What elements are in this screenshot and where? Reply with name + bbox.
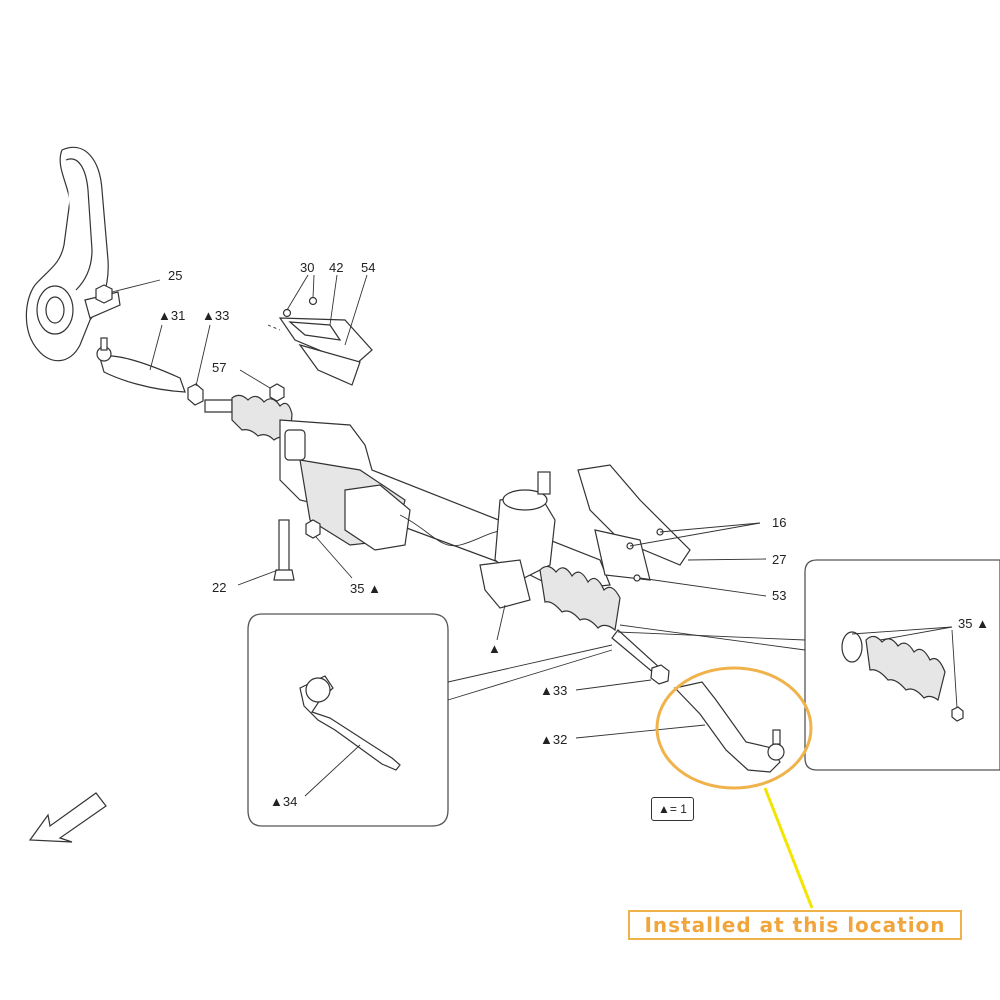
label-triangle: ▲ bbox=[488, 641, 501, 656]
right-bellows bbox=[539, 565, 621, 632]
label-25: 25 bbox=[168, 268, 182, 283]
label-35-inset: 35 ▲ bbox=[958, 616, 989, 631]
left-jam-nut bbox=[187, 383, 204, 406]
callout-installed-location: Installed at this location bbox=[628, 910, 962, 940]
label-33-top: ▲33 bbox=[202, 308, 229, 323]
label-31: ▲31 bbox=[158, 308, 185, 323]
legend-quantity: ▲= 1 bbox=[651, 797, 694, 821]
detail-inset-inner-tie-rod bbox=[247, 613, 449, 827]
highlight-circle bbox=[655, 666, 813, 790]
nut-57 bbox=[269, 383, 285, 402]
label-22: 22 bbox=[212, 580, 226, 595]
label-35-center: 35 ▲ bbox=[350, 581, 381, 596]
steering-rack-housing bbox=[279, 419, 611, 591]
steering-knuckle bbox=[25, 146, 121, 362]
label-34: ▲34 bbox=[270, 794, 297, 809]
right-inner-tie-rod bbox=[611, 629, 670, 685]
pointer-line bbox=[763, 787, 814, 909]
label-30: 30 bbox=[300, 260, 314, 275]
label-53: 53 bbox=[772, 588, 786, 603]
pinion-valve bbox=[479, 471, 556, 609]
nut-25 bbox=[95, 279, 161, 304]
right-tie-rod-end bbox=[673, 681, 785, 773]
label-33-bottom: ▲33 bbox=[540, 683, 567, 698]
mounting-bracket bbox=[267, 296, 373, 386]
detail-inset-bellows bbox=[804, 559, 1000, 771]
label-27: 27 bbox=[772, 552, 786, 567]
label-32: ▲32 bbox=[540, 732, 567, 747]
arrow-down-left-icon bbox=[28, 792, 107, 843]
label-42: 42 bbox=[329, 260, 343, 275]
bolt-22 bbox=[273, 519, 295, 581]
left-tie-rod-end bbox=[96, 337, 186, 393]
label-16: 16 bbox=[772, 515, 786, 530]
left-bellows bbox=[204, 394, 293, 442]
label-57: 57 bbox=[212, 360, 226, 375]
label-54: 54 bbox=[361, 260, 375, 275]
nut-35-center bbox=[305, 519, 321, 539]
